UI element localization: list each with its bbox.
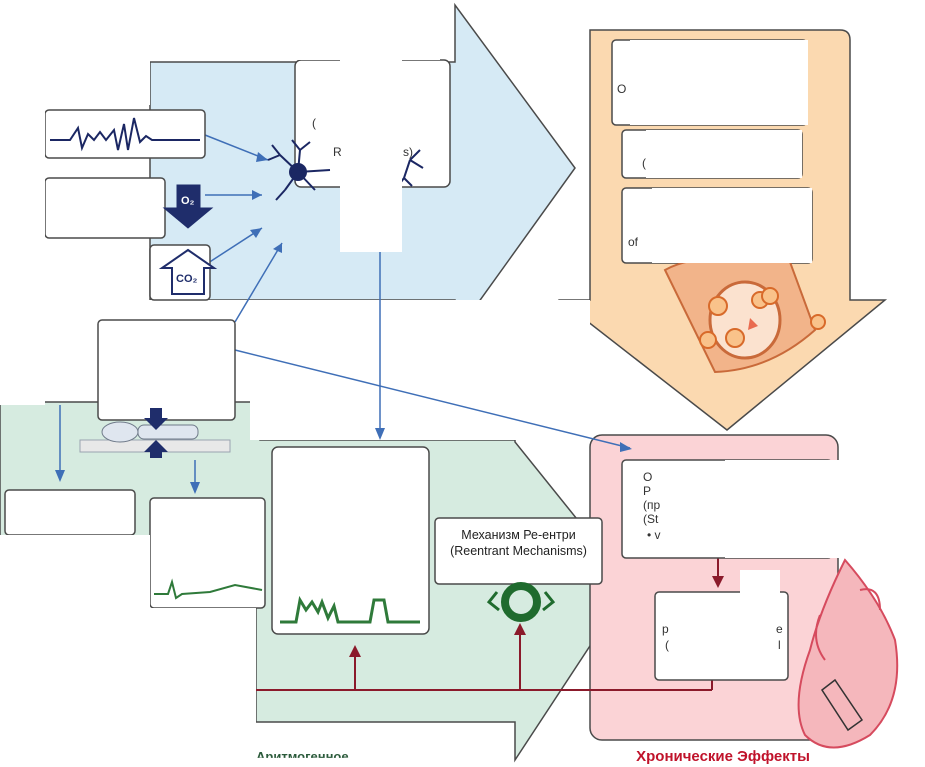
co2-label: CO₂ bbox=[176, 273, 198, 285]
neuron-text-3: s) bbox=[403, 145, 413, 159]
neuron-text-1: ( bbox=[312, 116, 316, 130]
reentrant-label-ru: Механизм Ре-ентри bbox=[461, 528, 576, 542]
neuron-text-2: R bbox=[333, 145, 342, 159]
blank-region bbox=[646, 130, 802, 178]
connector-line bbox=[234, 242, 283, 323]
oxygen-box bbox=[44, 177, 166, 239]
chronic-text-4: (St bbox=[643, 512, 659, 526]
blank-region bbox=[652, 188, 812, 263]
action-potential-trace bbox=[280, 595, 420, 624]
reentry-loop-icon bbox=[486, 582, 556, 622]
blank-region bbox=[0, 60, 150, 105]
orange-box-text-2: ( bbox=[642, 156, 646, 170]
chronic-text-5: • v bbox=[647, 528, 661, 542]
orange-box-text-3: of bbox=[628, 235, 639, 249]
connector-line bbox=[204, 227, 263, 266]
blank-region bbox=[725, 460, 925, 558]
reentrant-label-en: (Reentrant Mechanisms) bbox=[450, 544, 587, 558]
orange-box-text-1: O bbox=[617, 82, 627, 96]
heart-icon bbox=[797, 558, 899, 749]
chronic-inner-text-4: l bbox=[778, 638, 781, 652]
blank-region bbox=[0, 105, 45, 405]
patient-box bbox=[97, 319, 236, 421]
brain-wave-trace bbox=[50, 117, 200, 152]
action-potential-box bbox=[271, 446, 430, 635]
chronic-text-1: O bbox=[643, 470, 653, 484]
neuron-icon bbox=[267, 139, 424, 201]
chronic-effects-title: Хронические Эффекты bbox=[636, 748, 810, 765]
blank-region bbox=[600, 0, 610, 28]
co2-up-arrow bbox=[158, 248, 218, 295]
reentrant-label: Механизм Ре-ентри (Reentrant Mechanisms) bbox=[435, 527, 602, 559]
blank-region bbox=[740, 570, 780, 598]
blank-region bbox=[150, 608, 256, 767]
arrhythmogenic-partial-label: Аритмогенное bbox=[256, 749, 349, 764]
chronic-inner-text-2: ( bbox=[665, 638, 669, 652]
blank-region bbox=[0, 0, 440, 60]
connector-line bbox=[234, 349, 631, 449]
patient-icon bbox=[79, 408, 231, 458]
ecg-trace bbox=[154, 578, 263, 600]
blank-region bbox=[340, 60, 402, 252]
chronic-inner-text-3: е bbox=[776, 622, 783, 636]
blank-region bbox=[630, 40, 808, 125]
o2-down-arrow bbox=[162, 184, 214, 229]
chronic-text-3: (пр bbox=[643, 498, 661, 512]
chronic-text-2: P bbox=[643, 484, 652, 498]
o2-label: O₂ bbox=[181, 195, 195, 207]
blood-vessel-icon bbox=[663, 256, 826, 374]
blank-region bbox=[0, 535, 150, 767]
chronic-inner-text-1: р bbox=[662, 622, 669, 636]
